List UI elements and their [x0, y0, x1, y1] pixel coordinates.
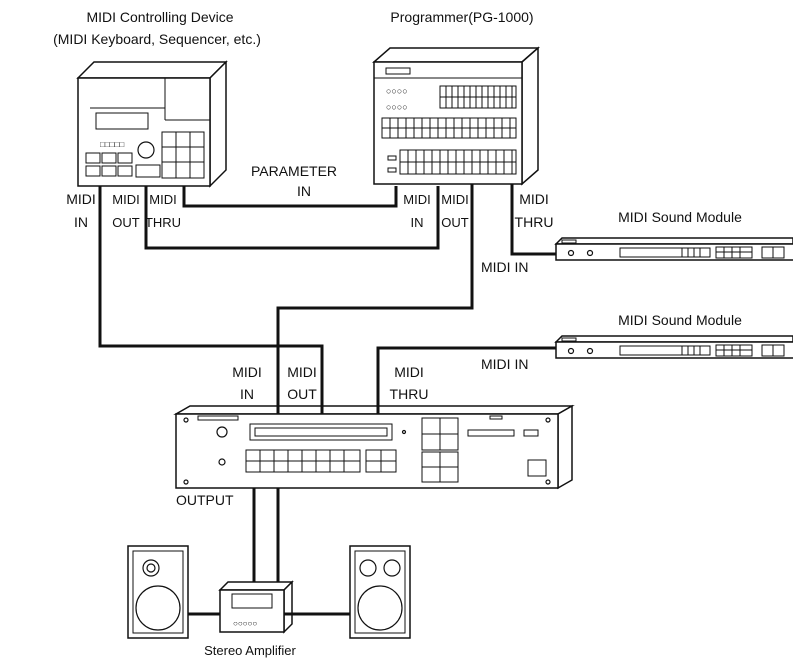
main-midi-in-label-1: MIDI: [232, 364, 262, 380]
controller-midi-thru-label-2: THRU: [145, 215, 181, 230]
midi-controller-device: □□□□□: [76, 60, 228, 188]
output-label: OUTPUT: [176, 492, 234, 508]
programmer-midi-thru-label-1: MIDI: [519, 191, 549, 207]
controller-midi-out-label-2: OUT: [112, 215, 140, 230]
controller-title-line2: (MIDI Keyboard, Sequencer, etc.): [53, 31, 261, 47]
controller-led-row: □□□□□: [100, 140, 124, 149]
sound-module-2-title: MIDI Sound Module: [618, 312, 742, 328]
sound-module-2-midi-in-label: MIDI IN: [481, 356, 528, 372]
amplifier-title: Stereo Amplifier: [204, 643, 296, 658]
controller-midi-in-label-2: IN: [74, 214, 88, 230]
main-midi-in-label-2: IN: [240, 386, 254, 402]
programmer-pg1000-device: ○○○○ ○○○○: [372, 46, 540, 186]
programmer-button-row-2: ○○○○: [386, 102, 408, 112]
programmer-midi-in-label-1: MIDI: [403, 192, 430, 207]
sound-module-1-midi-in-label: MIDI IN: [481, 259, 528, 275]
main-midi-out-label-1: MIDI: [287, 364, 317, 380]
cables: [98, 184, 556, 616]
programmer-button-row-1: ○○○○: [386, 86, 408, 96]
programmer-title: Programmer(PG-1000): [390, 9, 533, 25]
left-speaker: [127, 545, 189, 639]
controller-midi-thru-label-1: MIDI: [149, 192, 176, 207]
controller-midi-in-label-1: MIDI: [66, 191, 96, 207]
programmer-midi-in-label-2: IN: [411, 215, 424, 230]
programmer-midi-out-label-1: MIDI: [441, 192, 468, 207]
stereo-amplifier-device: ○○○○○: [218, 580, 294, 634]
main-midi-out-label-2: OUT: [287, 386, 317, 402]
programmer-midi-thru-label-2: THRU: [515, 214, 554, 230]
main-midi-thru-label-2: THRU: [390, 386, 429, 402]
main-rack-unit: [173, 404, 575, 490]
amplifier-knob-row: ○○○○○: [233, 619, 257, 628]
sound-module-1-title: MIDI Sound Module: [618, 209, 742, 225]
parameter-in-label-1: PARAMETER: [251, 163, 337, 179]
right-speaker: [349, 545, 411, 639]
programmer-midi-out-label-2: OUT: [441, 215, 469, 230]
sound-module-2-device: [554, 335, 793, 359]
main-midi-thru-label-1: MIDI: [394, 364, 424, 380]
controller-midi-out-label-1: MIDI: [112, 192, 139, 207]
controller-title-line1: MIDI Controlling Device: [86, 9, 233, 25]
parameter-in-label-2: IN: [297, 183, 311, 199]
sound-module-1-device: [554, 237, 793, 261]
